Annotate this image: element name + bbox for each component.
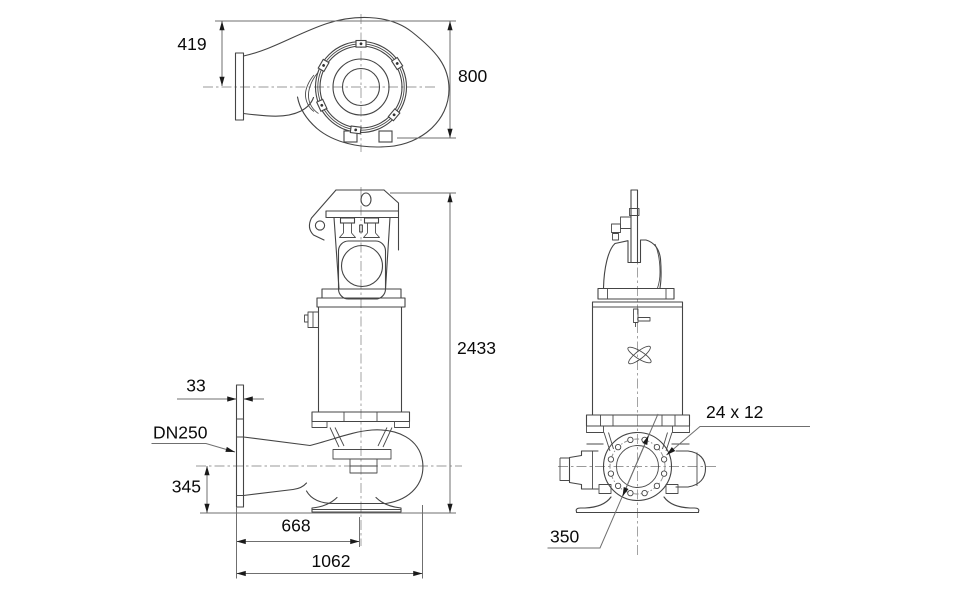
base-stand-front (575, 496, 700, 514)
side-view: 2433 33 DN250 345 668 1062 (151, 187, 496, 579)
dim-2433: 2433 (200, 192, 496, 514)
top-flange-band (321, 288, 402, 299)
bolt-circle (609, 438, 666, 495)
leader-24x12-label: 24 x 12 (706, 402, 763, 422)
leader-350: 350 (547, 413, 659, 549)
discharge-flange-side (235, 384, 245, 508)
dim-dn250: DN250 (151, 423, 236, 453)
bracket-ear-hole (314, 220, 326, 231)
suction-flange (602, 431, 673, 502)
dim-800: 800 (397, 21, 487, 139)
clamp-lugs (315, 39, 404, 135)
dim-419: 419 (177, 20, 456, 87)
lifting-bracket-front (597, 239, 675, 300)
flange-tab (311, 421, 328, 428)
dim-668-label: 668 (281, 516, 310, 536)
top-flange-band-front (597, 287, 675, 300)
dim-33: 33 (177, 376, 264, 402)
dim-800-label: 800 (458, 66, 487, 86)
leader-350-label: 350 (550, 527, 579, 547)
motor-flange-band (311, 411, 411, 423)
lifting-bracket-side (308, 189, 400, 290)
base-stand-side (311, 496, 402, 513)
cable-front (611, 189, 640, 263)
cable-glands (339, 217, 380, 238)
left-lug (568, 450, 599, 490)
centerlines-side (196, 187, 462, 546)
lifting-hole (360, 192, 372, 207)
pump-housing-front (559, 414, 707, 494)
bolt-holes (607, 436, 668, 497)
volute-side (242, 429, 424, 505)
right-lug (675, 450, 707, 488)
centerlines-top (203, 14, 436, 152)
dim-345: 345 (172, 466, 210, 513)
centerlines-front (558, 249, 717, 556)
dim-dn250-label: DN250 (153, 423, 208, 443)
brand-logo (627, 345, 652, 365)
dim-1062-label: 1062 (312, 551, 351, 571)
dim-33-label: 33 (186, 376, 205, 396)
foot (378, 130, 393, 143)
motor-flange-band-front (585, 414, 691, 427)
dim-2433-label: 2433 (457, 338, 496, 358)
dim-419-label: 419 (177, 34, 206, 54)
top-view: 419 800 (177, 14, 487, 152)
leader-24x12: 24 x 12 (666, 402, 810, 456)
motor-body-side (304, 306, 411, 474)
volute-outline (234, 17, 450, 148)
front-view: 24 x 12 350 (547, 189, 810, 556)
discharge-flange-top (234, 52, 245, 121)
dim-668: 668 (236, 516, 360, 547)
cable-collar (629, 208, 640, 216)
dim-345-label: 345 (172, 477, 201, 497)
flange-tab (394, 421, 410, 428)
dim-1062: 1062 (236, 505, 423, 579)
